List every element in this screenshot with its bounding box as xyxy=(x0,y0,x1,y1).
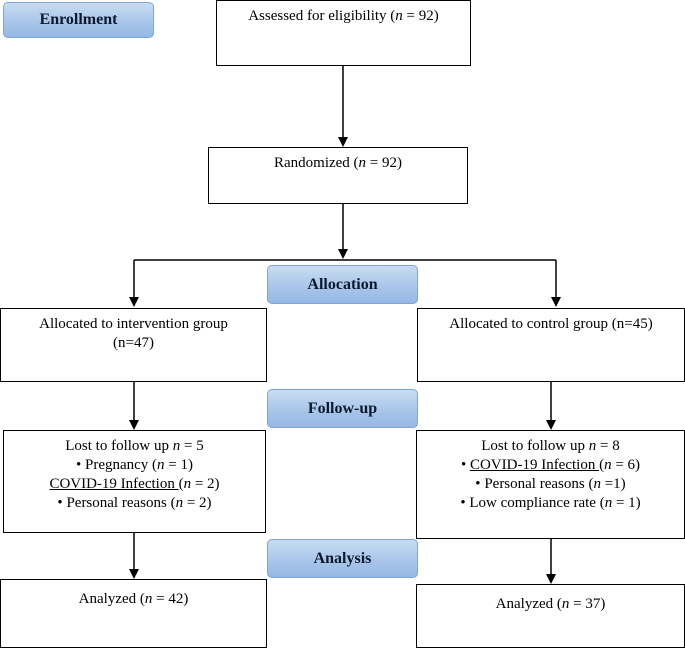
box-control-allocated: Allocated to control group (n=45) xyxy=(417,308,685,382)
intervention-allocated-line1: Allocated to intervention group xyxy=(39,316,228,332)
box-intervention-allocated: Allocated to intervention group (n=47) xyxy=(0,308,267,382)
control-reason-low-compliance: • Low compliance rate (n = 1) xyxy=(460,495,641,511)
stage-enrollment-label: Enrollment xyxy=(39,11,118,28)
intervention-reason-personal: • Personal reasons (n = 2) xyxy=(57,495,212,511)
stage-allocation-label: Allocation xyxy=(307,275,378,293)
assessed-text: Assessed for eligibility (n = 92) xyxy=(248,8,439,24)
box-intervention-lost: Lost to follow up n = 5 • Pregnancy (n =… xyxy=(3,430,266,533)
stage-follow-up-label: Follow-up xyxy=(307,399,378,417)
box-intervention-analyzed: Analyzed (n = 42) xyxy=(0,579,267,648)
stage-allocation: Allocation xyxy=(267,265,418,304)
box-control-analyzed: Analyzed (n = 37) xyxy=(416,584,685,648)
control-reason-covid: • COVID-19 Infection (n = 6) xyxy=(460,457,641,473)
box-randomized: Randomized (n = 92) xyxy=(208,147,468,204)
stage-analysis-label: Analysis xyxy=(313,549,372,567)
control-allocated-line1: Allocated to control group (n=45) xyxy=(449,316,653,332)
intervention-reason-covid: COVID-19 Infection (n = 2) xyxy=(49,476,220,492)
randomized-text: Randomized (n = 92) xyxy=(273,155,403,171)
stage-analysis: Analysis xyxy=(267,539,418,578)
control-reason-personal: • Personal reasons (n =1) xyxy=(475,476,626,492)
stage-follow-up: Follow-up xyxy=(267,389,418,428)
control-analyzed-text: Analyzed (n = 37) xyxy=(495,596,606,612)
box-control-lost: Lost to follow up n = 8 • COVID-19 Infec… xyxy=(416,430,685,539)
stage-enrollment: Enrollment xyxy=(3,2,154,38)
box-assessed: Assessed for eligibility (n = 92) xyxy=(216,0,471,66)
control-lost-text: Lost to follow up n = 8 xyxy=(481,438,620,454)
intervention-lost-text: Lost to follow up n = 5 xyxy=(65,438,204,454)
intervention-allocated-line2: (n=47) xyxy=(113,335,154,351)
intervention-reason-pregnancy: • Pregnancy (n = 1) xyxy=(75,457,194,473)
intervention-analyzed-text: Analyzed (n = 42) xyxy=(78,591,189,607)
